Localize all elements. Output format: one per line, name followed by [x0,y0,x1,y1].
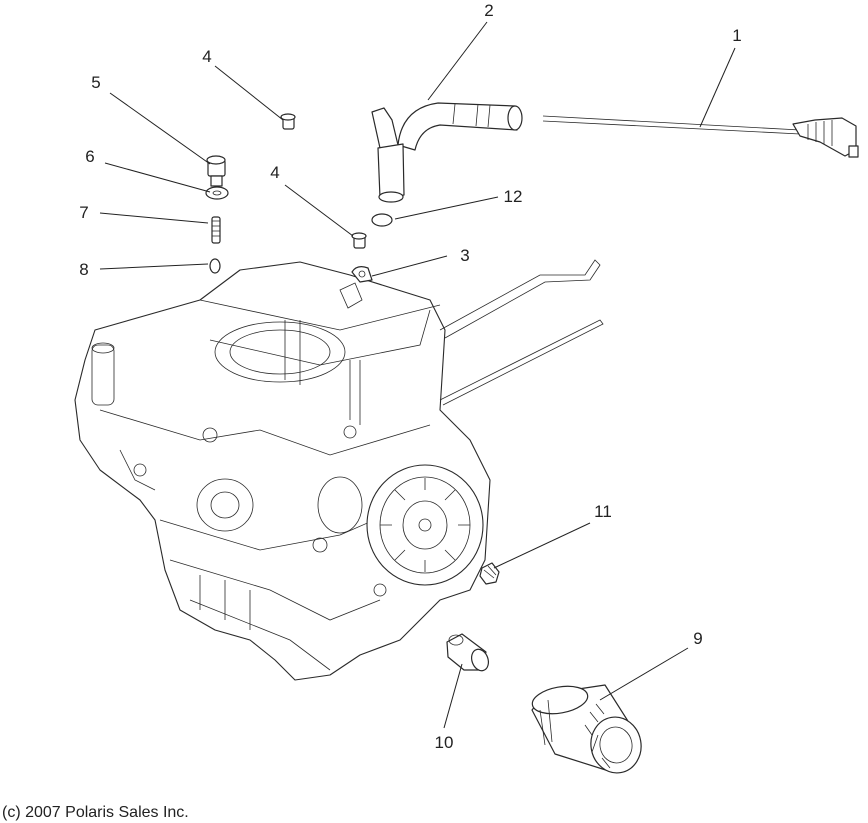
callout-7: 7 [79,203,88,222]
part-9-oil-filter [531,684,642,774]
leader-12 [394,196,499,220]
callout-4a: 4 [202,47,211,66]
leader-7 [99,212,209,224]
copyright-notice: (c) 2007 Polaris Sales Inc. [2,804,189,821]
part-10-fitting [446,633,490,672]
part-5-drain-plug [206,155,226,187]
callout-3: 3 [460,246,469,265]
callout-labels: 1 2 3 4 4 5 6 7 8 9 10 11 12 [79,1,741,752]
part-11-nut [479,562,500,585]
leader-11 [493,522,591,569]
callout-5: 5 [91,73,100,92]
part-1-dipstick [542,115,859,158]
callout-6: 6 [85,147,94,166]
part-3-clamp [351,266,373,283]
part-4-bolt-lower [351,232,367,249]
leader-5 [109,92,211,165]
callout-4b: 4 [270,163,279,182]
part-2-fill-tube [371,102,523,203]
leader-6 [104,162,211,193]
leader-4b [284,184,354,237]
callout-1: 1 [732,26,741,45]
part-12-o-ring [371,213,393,227]
callout-9: 9 [693,629,702,648]
callout-2: 2 [484,1,493,20]
leader-lines [99,21,736,729]
callout-10: 10 [435,733,454,752]
leader-9 [599,647,689,701]
leader-4a [214,65,284,121]
leader-8 [99,263,209,270]
part-7-spring [211,216,221,244]
leader-1 [699,47,736,128]
engine-assembly [74,259,604,681]
callout-8: 8 [79,260,88,279]
leader-2 [427,21,488,101]
callout-11: 11 [594,502,612,521]
part-6-washer [205,186,229,200]
part-8-ring [209,258,221,274]
callout-12: 12 [504,187,523,206]
leader-10 [443,663,463,729]
leader-3 [371,255,448,277]
part-4-bolt-upper [280,113,296,130]
